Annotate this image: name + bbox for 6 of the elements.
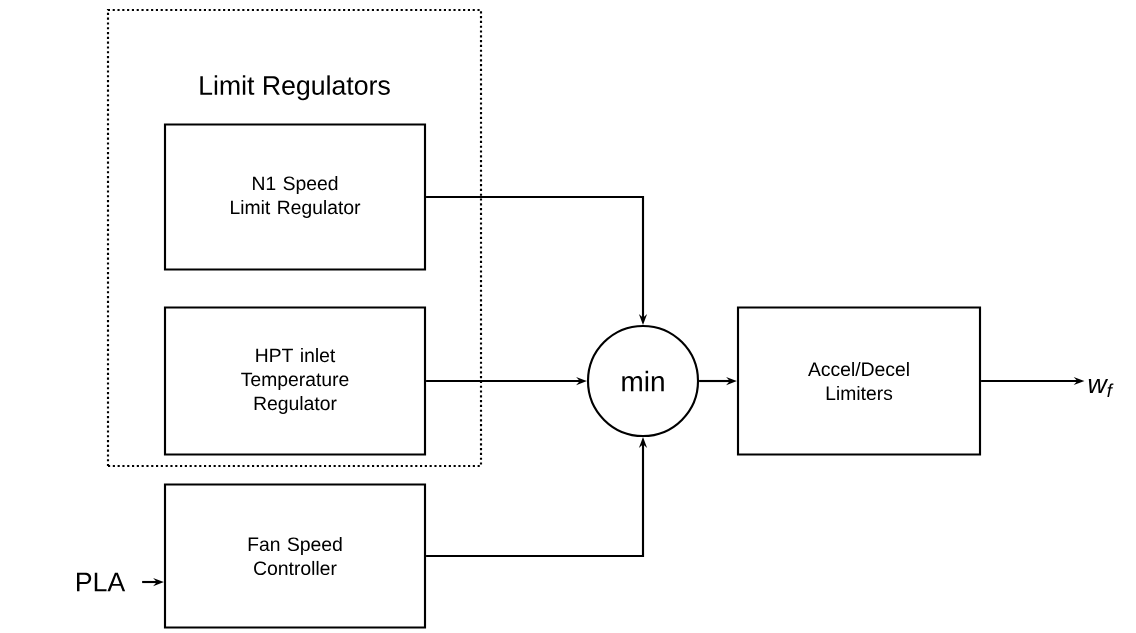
input-label: PLA <box>77 572 126 592</box>
block-box: HPT inlet Temperature Regulator <box>163 306 427 456</box>
block-box: Fan Speed Controller <box>163 483 427 629</box>
block-box: Accel/Decel Limiters <box>736 306 982 456</box>
output-label: w$_{f}$ <box>1088 378 1114 398</box>
block-box: N1 Speed Limit Regulator <box>163 123 427 271</box>
